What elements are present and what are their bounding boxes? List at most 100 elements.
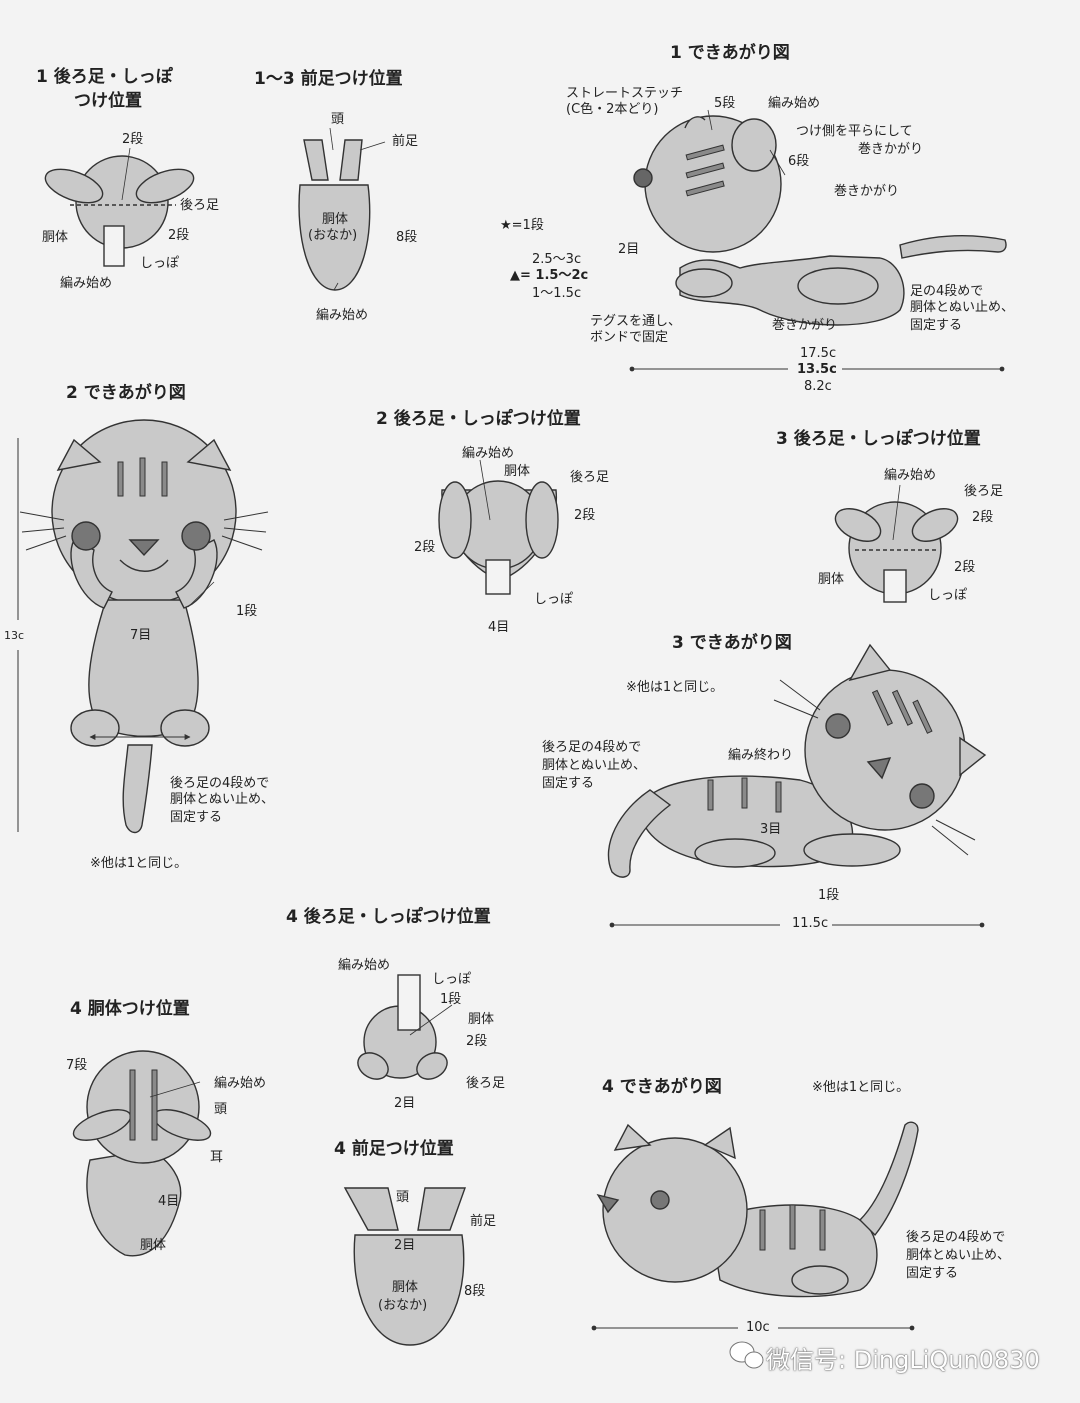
s4-tail-row1: 1段	[440, 992, 462, 1007]
s4-front-body1: 胴体	[392, 1280, 419, 1295]
s3-done-st3: 3目	[760, 822, 782, 837]
s1-done-label-start: 編み始め	[768, 96, 821, 111]
s4-front-head: 頭	[396, 1190, 410, 1205]
s2-tail-body: 胴体	[504, 464, 531, 479]
s1-done-whip2: 巻きかがり	[772, 318, 838, 333]
s4-tail-title: 4 後ろ足・しっぽつけ位置	[286, 907, 491, 927]
s3-tail-body: 胴体	[818, 572, 845, 587]
s4-attachment-diagram	[357, 974, 448, 1080]
s2-done-attach1: 後ろ足の4段めで	[170, 776, 270, 791]
s3-done-attach2: 胴体とぬい止め、	[542, 758, 647, 773]
s1-done-measure1: 2.5〜3c	[532, 252, 582, 267]
s4-tail-tail: しっぽ	[432, 972, 472, 987]
s1-done-dim2: 13.5c	[797, 362, 837, 377]
s4-done-dim: 10c	[746, 1320, 770, 1335]
s4-front-row8: 8段	[464, 1284, 486, 1299]
s3-done-dim: 11.5c	[792, 916, 829, 931]
wechat-logo-icon	[729, 1341, 764, 1369]
s1-done-label-row2: 2目	[618, 242, 640, 257]
s1-tail-label-start: 編み始め	[60, 276, 113, 291]
s3-done-note: ※他は1と同じ。	[626, 680, 724, 695]
s4-done-note: ※他は1と同じ。	[812, 1080, 910, 1095]
s1-tail-label-body: 胴体	[42, 230, 69, 245]
s1-done-label-stitch1: ストレートステッチ	[566, 86, 684, 101]
s4-front-leg-diagram	[343, 1187, 466, 1346]
s1-done-label-stitch2: (C色・2本どり)	[566, 102, 659, 117]
s2-tail-st4: 4目	[488, 620, 510, 635]
s1-done-attach2: 胴体とぬい止め、	[910, 300, 1015, 315]
s1-done-label-flat1: つけ側を平らにして	[796, 124, 913, 139]
s4-front-st2: 2目	[394, 1238, 416, 1253]
s1-done-measure3: 1〜1.5c	[532, 286, 582, 301]
s13-front-label-start: 編み始め	[316, 308, 369, 323]
s3-tail-tail: しっぽ	[928, 588, 968, 603]
s13-front-label-row8: 8段	[396, 230, 418, 245]
s2-done-attach3: 固定する	[170, 810, 223, 825]
s2-tail-start: 編み始め	[462, 446, 515, 461]
s4-done-attach1: 後ろ足の4段めで	[906, 1230, 1006, 1245]
s1-tail-title-line1: 1 後ろ足・しっぽ	[36, 67, 173, 87]
s13-front-label-front: 前足	[392, 134, 419, 149]
s13-front-label-body1: 胴体	[322, 212, 349, 227]
s2-tail-leg: 後ろ足	[570, 470, 610, 485]
s3-tail-leg: 後ろ足	[964, 484, 1004, 499]
s4-body-ear: 耳	[210, 1150, 224, 1165]
s1-done-attach3: 固定する	[910, 318, 963, 333]
s3-attachment-diagram	[834, 501, 959, 603]
s1-done-legend-star: ★=1段	[500, 218, 544, 233]
s3-done-row1: 1段	[818, 888, 840, 903]
s2-done-note: ※他は1と同じ。	[90, 856, 188, 871]
s1-done-label-whip1: 巻きかがり	[834, 184, 900, 199]
s13-front-label-body2: (おなか)	[308, 228, 358, 243]
s2-tail-row2a: 2段	[574, 508, 596, 523]
s2-done-attach2: 胴体とぬい止め、	[170, 792, 275, 807]
s2-tail-row2b: 2段	[414, 540, 436, 555]
s3-tail-title: 3 後ろ足・しっぽつけ位置	[776, 429, 981, 449]
s4-body-st4: 4目	[158, 1194, 180, 1209]
s4-finished-cat	[596, 1121, 919, 1298]
s2-done-row1: 1段	[236, 604, 258, 619]
s4-body-head: 頭	[214, 1102, 228, 1117]
s4-front-title: 4 前足つけ位置	[334, 1139, 454, 1159]
s4-tail-body: 胴体	[468, 1012, 495, 1027]
s3-done-end: 編み終わり	[728, 748, 794, 763]
s1-tail-label-row2b: 2段	[168, 228, 190, 243]
s4-tail-st2: 2目	[394, 1096, 416, 1111]
s1-tail-label-tail: しっぽ	[140, 256, 180, 271]
s4-body-diagram	[72, 1050, 212, 1257]
s1-done-label-row5: 5段	[714, 96, 736, 111]
s4-tail-leg: 後ろ足	[466, 1076, 506, 1091]
s2-tail-title: 2 後ろ足・しっぽつけ位置	[376, 409, 581, 429]
s4-done-title: 4 できあがり図	[602, 1077, 722, 1097]
s4-body-start: 編み始め	[214, 1076, 267, 1091]
s4-front-front: 前足	[470, 1214, 497, 1229]
s1-done-dim1: 17.5c	[800, 346, 837, 361]
s3-tail-row2b: 2段	[954, 560, 976, 575]
s3-done-attach1: 後ろ足の4段めで	[542, 740, 642, 755]
s2-done-st7: 7目	[130, 628, 152, 643]
s3-finished-cat	[607, 643, 987, 878]
s13-front-leg-diagram	[298, 139, 371, 291]
s4-body-body: 胴体	[140, 1238, 167, 1253]
s1-tail-label-leg: 後ろ足	[180, 198, 220, 213]
s13-front-label-head: 頭	[331, 112, 345, 127]
watermark-text: 微信号: DingLiQun0830	[766, 1346, 1040, 1374]
s1-tail-label-row2: 2段	[122, 132, 144, 147]
s3-done-title: 3 できあがり図	[672, 633, 792, 653]
s1-done-measure2: ▲= 1.5〜2c	[510, 268, 589, 283]
s3-tail-row2a: 2段	[972, 510, 994, 525]
s1-done-label-flat2: 巻きかがり	[858, 142, 924, 157]
s4-done-attach2: 胴体とぬい止め、	[906, 1248, 1011, 1263]
s1-done-title: 1 できあがり図	[670, 43, 790, 63]
s2-done-title: 2 できあがり図	[66, 383, 186, 403]
s4-tail-row2: 2段	[466, 1034, 488, 1049]
s3-tail-start: 編み始め	[884, 468, 937, 483]
s1-done-dim3: 8.2c	[804, 379, 832, 394]
s2-attachment-diagram	[438, 480, 559, 595]
s1-done-tegus1: テグスを通し、	[590, 314, 682, 329]
s13-front-title: 1〜3 前足つけ位置	[254, 69, 403, 89]
s2-done-height: 13c	[4, 629, 25, 642]
s1-done-attach1: 足の4段めで	[910, 284, 984, 299]
